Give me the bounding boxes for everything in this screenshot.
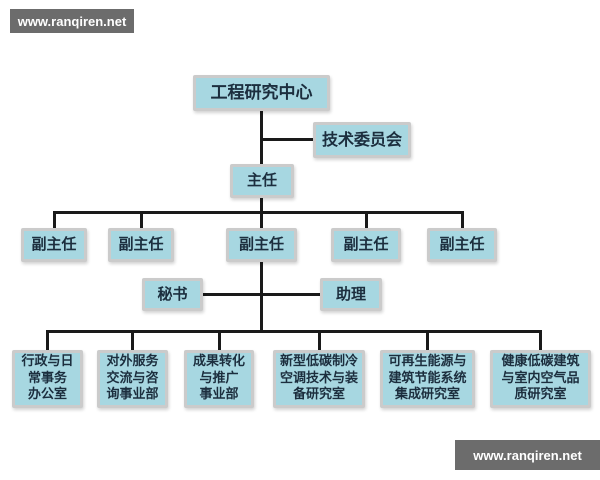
org-node-deputy-director-5: 副主任 <box>427 228 497 262</box>
org-node-dept-external-service: 对外服务 交流与咨 询事业部 <box>97 350 168 408</box>
org-node-technical-committee: 技术委员会 <box>313 122 411 158</box>
connector-director-to-deputy-bus <box>260 198 263 214</box>
watermark-top-left: www.ranqiren.net <box>10 9 134 33</box>
connector-drop-dept-3 <box>218 330 221 350</box>
connector-to-committee <box>260 138 315 141</box>
connector-deputy-bus <box>53 211 463 214</box>
connector-drop-deputy-4 <box>365 211 368 228</box>
connector-drop-dept-5 <box>426 330 429 350</box>
watermark-bottom-right: www.ranqiren.net <box>455 440 600 470</box>
connector-drop-deputy-3 <box>260 211 263 228</box>
connector-secretary-assistant <box>203 293 320 296</box>
connector-drop-deputy-5 <box>461 211 464 228</box>
connector-drop-dept-4 <box>318 330 321 350</box>
org-node-dept-achievement-promotion: 成果转化 与推广 事业部 <box>184 350 254 408</box>
org-node-dept-admin-office: 行政与日 常事务 办公室 <box>12 350 83 408</box>
org-node-deputy-director-3: 副主任 <box>226 228 297 262</box>
org-node-deputy-director-1: 副主任 <box>21 228 87 262</box>
connector-drop-dept-1 <box>46 330 49 350</box>
org-node-deputy-director-2: 副主任 <box>108 228 174 262</box>
connector-drop-deputy-2 <box>140 211 143 228</box>
connector-drop-dept-6 <box>539 330 542 350</box>
connector-department-bus <box>46 330 542 333</box>
org-node-research-center: 工程研究中心 <box>193 75 330 111</box>
connector-drop-deputy-1 <box>53 211 56 228</box>
org-node-dept-low-carbon-refrigeration: 新型低碳制冷 空调技术与装 备研究室 <box>273 350 365 408</box>
org-node-director: 主任 <box>230 164 294 198</box>
org-node-secretary: 秘书 <box>142 278 203 311</box>
connector-drop-dept-2 <box>131 330 134 350</box>
org-node-deputy-director-4: 副主任 <box>331 228 401 262</box>
org-node-assistant: 助理 <box>320 278 382 311</box>
connector-central-trunk <box>260 262 263 333</box>
org-node-dept-renewable-energy: 可再生能源与 建筑节能系统 集成研究室 <box>380 350 475 408</box>
org-node-dept-healthy-building: 健康低碳建筑 与室内空气品 质研究室 <box>490 350 591 408</box>
